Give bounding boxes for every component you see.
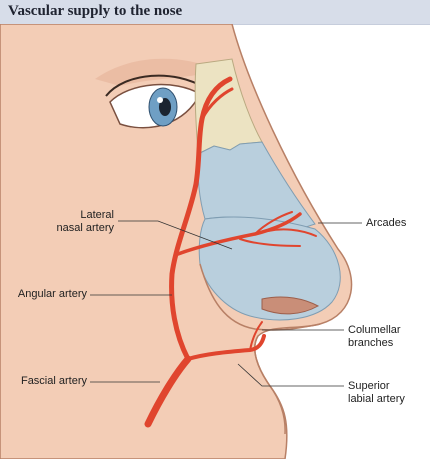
label-arcades: Arcades [366,217,407,229]
arcade-branch-2 [267,228,317,237]
nose-illustration [0,24,362,459]
label-angular-artery: Angular artery [17,288,87,300]
diagram-title: Vascular supply to the nose [8,3,183,19]
eye [105,74,206,129]
label-lateral-nasal-artery: Lateral nasal artery [56,209,114,234]
angular-artery-vessel [169,76,233,362]
leader-lines [90,220,362,387]
leader-lateral-nasal [118,220,233,250]
label-columellar-branches: Columellar branches [348,324,401,349]
label-fascial-artery: Fascial artery [20,375,87,387]
arcade-branch-1 [254,211,293,235]
ala [199,263,321,331]
lower-lateral-cartilage [198,216,341,321]
columellar-branch-vessel [249,321,263,351]
dorsal-branch-vessel [200,87,234,121]
nostril [261,296,320,315]
fascial-artery-vessel [144,355,192,428]
brow [95,58,215,86]
arcade-branch-3 [239,238,301,247]
label-superior-labial-artery: Superior labial artery [348,380,405,405]
arteries [144,76,317,428]
title-bar: Vascular supply to the nose [0,0,430,25]
leader-superior-labial [237,363,344,387]
